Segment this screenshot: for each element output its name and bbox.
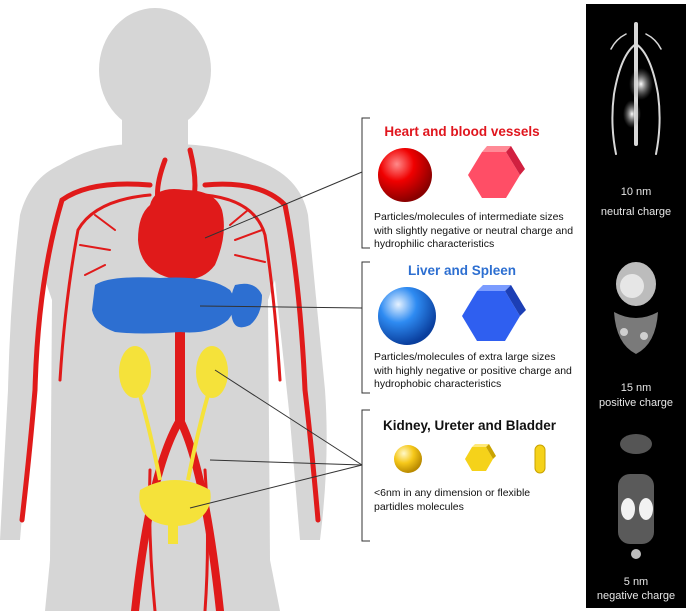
scan-1-charge: neutral charge [600, 206, 672, 218]
imaging-strip: 10 nm neutral charge 15 nm positive char… [586, 4, 686, 608]
kidney-particle-shapes [394, 444, 546, 474]
urinary-organs [119, 346, 228, 544]
kidney-description: <6nm in any dimension or flexible partid… [374, 487, 531, 513]
yellow-sphere-icon [394, 445, 422, 473]
liver-organ [92, 277, 235, 334]
liver-particle-shapes [378, 285, 526, 345]
liver-section-title: Liver and Spleen [407, 263, 517, 278]
scan-image-vascular [610, 22, 662, 155]
yellow-rod-icon [534, 444, 546, 474]
scan-3-charge: negative charge [596, 590, 676, 602]
heart-description: Particles/molecules of intermediate size… [374, 211, 574, 250]
heart-section-title: Heart and blood vessels [384, 124, 540, 139]
spleen-organ [230, 283, 262, 328]
scan-image-liver [614, 262, 658, 354]
heart-particle-shapes [378, 146, 525, 202]
kidney-section-title: Kidney, Ureter and Bladder [382, 418, 557, 433]
scan-2-size: 15 nm [620, 382, 652, 394]
scan-image-kidney [618, 434, 654, 559]
yellow-hexagon-icon [465, 444, 496, 471]
connector-lines [189, 117, 370, 542]
blue-hexagon-icon [462, 285, 526, 341]
liver-description: Particles/molecules of extra large sizes… [374, 351, 572, 390]
red-hexagon-icon [468, 146, 525, 198]
scan-3-size: 5 nm [623, 576, 649, 588]
scan-1-size: 10 nm [620, 186, 652, 198]
blue-sphere-icon [378, 287, 436, 345]
scan-2-charge: positive charge [599, 397, 673, 409]
red-sphere-icon [378, 148, 432, 202]
heart-organ [138, 189, 224, 280]
